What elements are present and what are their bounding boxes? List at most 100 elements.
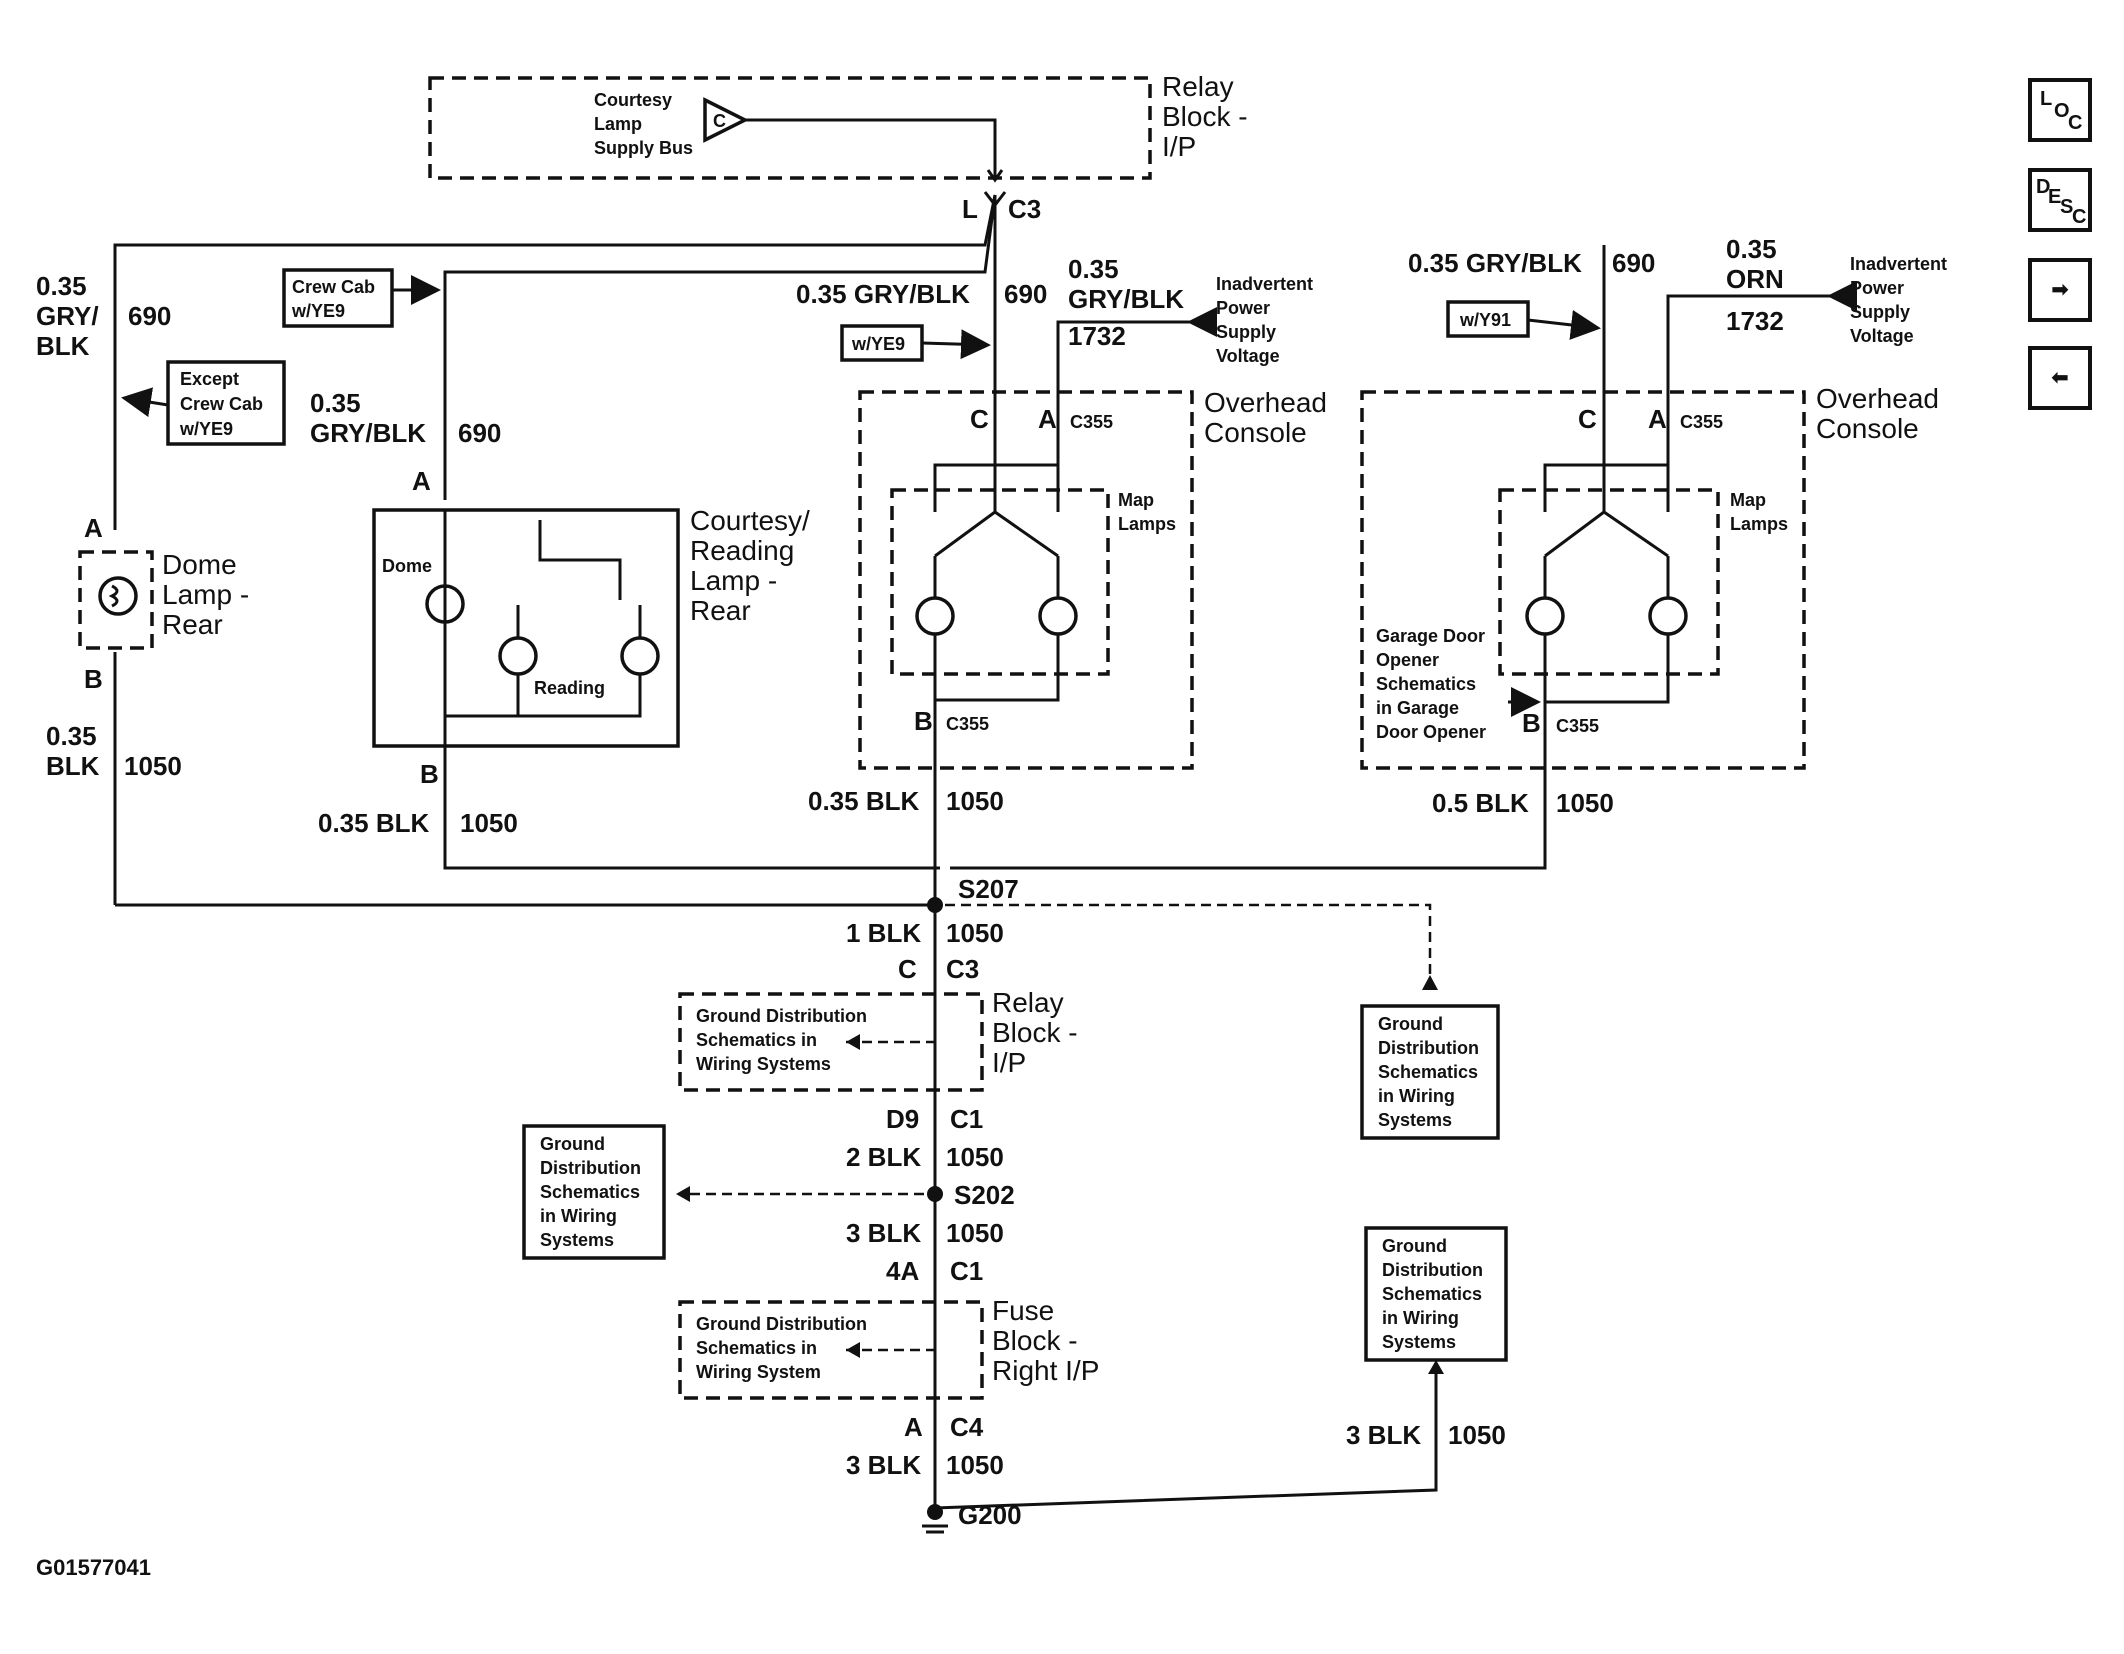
- svg-text:Overhead: Overhead: [1204, 387, 1327, 418]
- svg-text:Right I/P: Right I/P: [992, 1355, 1099, 1386]
- figure-id: G01577041: [36, 1555, 151, 1580]
- svg-text:690: 690: [458, 418, 501, 448]
- svg-text:w/YE9: w/YE9: [179, 419, 233, 439]
- svg-text:in Garage: in Garage: [1376, 698, 1459, 718]
- reading-bulb-right-icon: [620, 636, 660, 676]
- svg-text:C: C: [898, 954, 917, 984]
- svg-text:Rear: Rear: [162, 609, 223, 640]
- arrow-right-icon: ➡: [2051, 279, 2069, 301]
- svg-text:in Wiring: in Wiring: [540, 1206, 617, 1226]
- svg-text:w/Y91: w/Y91: [1459, 310, 1511, 330]
- svg-text:Lamps: Lamps: [1118, 514, 1176, 534]
- svg-text:1732: 1732: [1068, 321, 1126, 351]
- svg-text:Console: Console: [1204, 417, 1307, 448]
- svg-text:Door Opener: Door Opener: [1376, 722, 1486, 742]
- svg-text:S207: S207: [958, 874, 1019, 904]
- svg-text:C355: C355: [1680, 412, 1723, 432]
- svg-text:1050: 1050: [1556, 788, 1614, 818]
- svg-text:1050: 1050: [946, 1218, 1004, 1248]
- svg-text:D9: D9: [886, 1104, 919, 1134]
- svg-text:I/P: I/P: [992, 1047, 1026, 1078]
- relay-block-mid: Ground Distribution Schematics in Wiring…: [678, 987, 1078, 1092]
- courtesy-reading-lamp: 0.35 GRY/BLK 690 A Dome Reading Courtesy…: [310, 388, 810, 838]
- relay-block-top: Relay Block - I/P Courtesy Lamp Supply B…: [428, 71, 1248, 224]
- svg-text:Supply: Supply: [1850, 302, 1910, 322]
- svg-text:Power: Power: [1850, 278, 1904, 298]
- svg-text:Garage Door: Garage Door: [1376, 626, 1485, 646]
- svg-text:0.35: 0.35: [1068, 254, 1119, 284]
- svg-text:Courtesy/: Courtesy/: [690, 505, 810, 536]
- svg-text:w/YE9: w/YE9: [291, 301, 345, 321]
- svg-text:0.35 BLK: 0.35 BLK: [808, 786, 919, 816]
- svg-text:Inadvertent: Inadvertent: [1850, 254, 1947, 274]
- svg-text:Distribution: Distribution: [1378, 1038, 1479, 1058]
- svg-text:Ground Distribution: Ground Distribution: [696, 1314, 867, 1334]
- svg-text:Rear: Rear: [690, 595, 751, 626]
- svg-text:Ground: Ground: [540, 1134, 605, 1154]
- svg-text:Block -: Block -: [992, 1325, 1078, 1356]
- svg-text:Lamp -: Lamp -: [162, 579, 249, 610]
- relay-block-top-title-1: Relay: [1162, 71, 1234, 102]
- svg-text:690: 690: [1612, 248, 1655, 278]
- map-lamp-right-2-icon: [1648, 596, 1688, 636]
- svg-text:Voltage: Voltage: [1216, 346, 1280, 366]
- svg-text:Supply: Supply: [1216, 322, 1276, 342]
- svg-text:A: A: [412, 466, 431, 496]
- svg-text:Ground: Ground: [1378, 1014, 1443, 1034]
- svg-text:Distribution: Distribution: [1382, 1260, 1483, 1280]
- svg-text:Wiring System: Wiring System: [696, 1362, 821, 1382]
- bus-label-3: Supply Bus: [594, 138, 693, 158]
- svg-text:690: 690: [1004, 279, 1047, 309]
- svg-text:in Wiring: in Wiring: [1378, 1086, 1455, 1106]
- fuse-block-right-ip: Ground Distribution Schematics in Wiring…: [678, 1295, 1099, 1400]
- overhead-console-left: Overhead Console Map Lamps C A C355 B C3…: [808, 345, 1327, 816]
- courtesy-dome-bulb-icon: [425, 584, 465, 624]
- svg-text:B: B: [420, 759, 439, 789]
- svg-text:Ground Distribution: Ground Distribution: [696, 1006, 867, 1026]
- svg-text:0.35: 0.35: [310, 388, 361, 418]
- prev-arrow-button[interactable]: ⬅: [2028, 346, 2092, 410]
- svg-text:Ground: Ground: [1382, 1236, 1447, 1256]
- svg-text:Wiring Systems: Wiring Systems: [696, 1054, 831, 1074]
- svg-text:A: A: [1038, 404, 1057, 434]
- svg-text:1050: 1050: [124, 751, 182, 781]
- svg-text:Systems: Systems: [540, 1230, 614, 1250]
- loc-button[interactable]: L O C: [2028, 78, 2092, 142]
- svg-text:4A: 4A: [886, 1256, 919, 1286]
- svg-text:3 BLK: 3 BLK: [1346, 1420, 1421, 1450]
- svg-text:1050: 1050: [946, 1142, 1004, 1172]
- svg-text:C355: C355: [946, 714, 989, 734]
- svg-text:C3: C3: [946, 954, 979, 984]
- svg-text:Voltage: Voltage: [1850, 326, 1914, 346]
- svg-text:Lamp -: Lamp -: [690, 565, 777, 596]
- svg-text:Crew Cab: Crew Cab: [292, 277, 375, 297]
- svg-text:A: A: [1648, 404, 1667, 434]
- map-lamp-left-2-icon: [1038, 596, 1078, 636]
- svg-text:GRY/BLK: GRY/BLK: [1068, 284, 1184, 314]
- next-arrow-button[interactable]: ➡: [2028, 258, 2092, 322]
- ground-distribution-box-right: Ground Distribution Schematics in Wiring…: [1360, 1004, 1500, 1140]
- map-lamp-left-1-icon: [915, 596, 955, 636]
- svg-text:B: B: [1522, 708, 1541, 738]
- svg-text:Inadvertent: Inadvertent: [1216, 274, 1313, 294]
- except-crew-cab-tag: Except Crew Cab w/YE9: [121, 360, 286, 446]
- svg-text:3 BLK: 3 BLK: [846, 1450, 921, 1480]
- relay-conn-c3: C3: [1008, 194, 1041, 224]
- left-wire-circuit: 690: [128, 301, 171, 331]
- desc-button[interactable]: D E S C: [2028, 168, 2092, 232]
- svg-text:Schematics: Schematics: [1378, 1062, 1478, 1082]
- svg-text:C4: C4: [950, 1412, 984, 1442]
- svg-text:Schematics in: Schematics in: [696, 1338, 817, 1358]
- map-lamp-right-1-icon: [1525, 596, 1565, 636]
- svg-text:0.35 GRY/BLK: 0.35 GRY/BLK: [796, 279, 970, 309]
- svg-text:A: A: [904, 1412, 923, 1442]
- bus-triangle-icon: [703, 97, 749, 143]
- bus-label-1: Courtesy: [594, 90, 672, 110]
- svg-text:C: C: [970, 404, 989, 434]
- svg-text:Systems: Systems: [1382, 1332, 1456, 1352]
- svg-text:1050: 1050: [946, 918, 1004, 948]
- reading-bulb-left-icon: [498, 636, 538, 676]
- svg-text:Reading: Reading: [534, 678, 605, 698]
- svg-text:Schematics in: Schematics in: [696, 1030, 817, 1050]
- dome-pin-a: A: [84, 513, 103, 543]
